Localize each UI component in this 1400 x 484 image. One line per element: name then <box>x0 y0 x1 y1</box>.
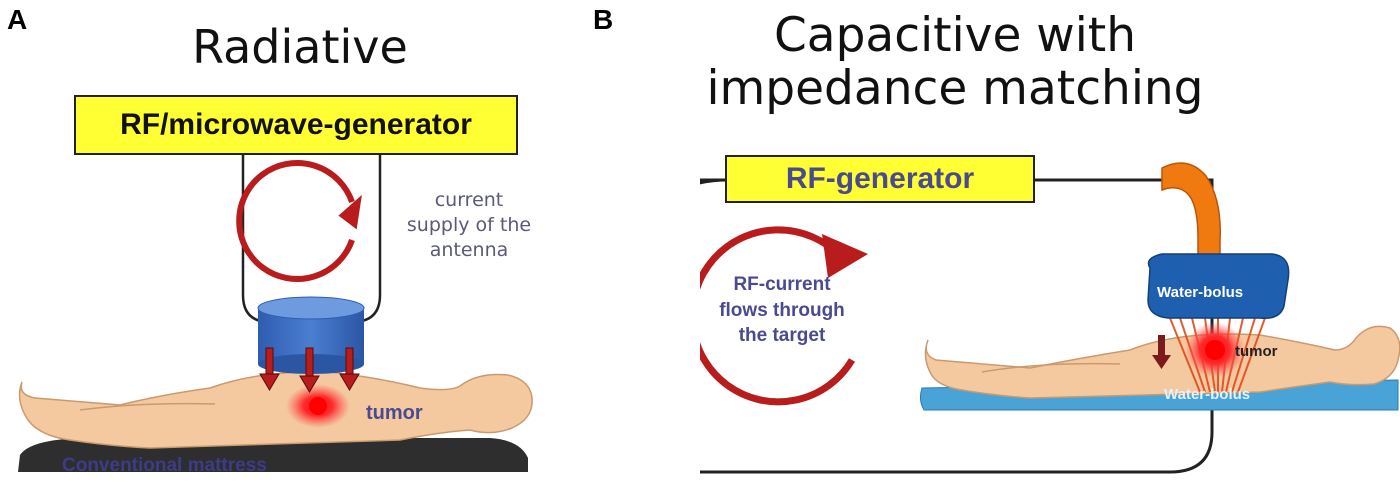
panel-a-title: Radiative <box>192 20 408 74</box>
panel-b-tumor-label: tumor <box>1235 343 1278 360</box>
small-down-arrow <box>1152 335 1171 369</box>
radiation-arrows <box>259 347 360 393</box>
panel-b-drawing <box>700 162 1400 474</box>
supply-text-line-2: supply of the <box>406 214 532 237</box>
mattress-label: Conventional mattress <box>62 455 267 476</box>
rf-generator-label: RF-generator <box>785 162 975 195</box>
supply-text-line-1: current <box>434 189 504 211</box>
patient-body <box>18 371 533 449</box>
panel-a-tumor-label: tumor <box>366 402 423 424</box>
rf-current-text: RF-current flows through the target <box>702 272 862 349</box>
panel-b-title-line-1: Capacitive with <box>773 8 1137 63</box>
rf-current-line-1: RF-current <box>733 274 831 295</box>
rf-microwave-generator-label: RF/microwave-generator <box>120 108 472 141</box>
rf-microwave-generator-box: RF/microwave-generator <box>74 95 518 155</box>
water-bolus-top <box>1147 253 1290 319</box>
antenna-supply-text: current supply of the antenna <box>394 188 544 263</box>
rf-generator-box: RF-generator <box>725 155 1035 203</box>
rf-current-circular-arrow <box>700 226 855 406</box>
rf-current-line-3: the target <box>738 325 826 347</box>
water-bolus-bottom-label: Water-bolus <box>1164 386 1251 403</box>
panel-b-letter: B <box>593 4 614 35</box>
rf-current-line-2: flows through <box>719 299 845 321</box>
panel-b-title: Capacitive with impedance matching <box>660 8 1250 116</box>
supply-text-line-3: antenna <box>429 239 509 262</box>
panel-a-drawing <box>18 150 533 472</box>
panel-a-letter: A <box>7 4 28 35</box>
circular-current-arrow <box>236 160 355 282</box>
panel-b-title-line-2: impedance matching <box>706 60 1204 116</box>
water-bolus-top-label: Water-bolus <box>1157 284 1244 301</box>
